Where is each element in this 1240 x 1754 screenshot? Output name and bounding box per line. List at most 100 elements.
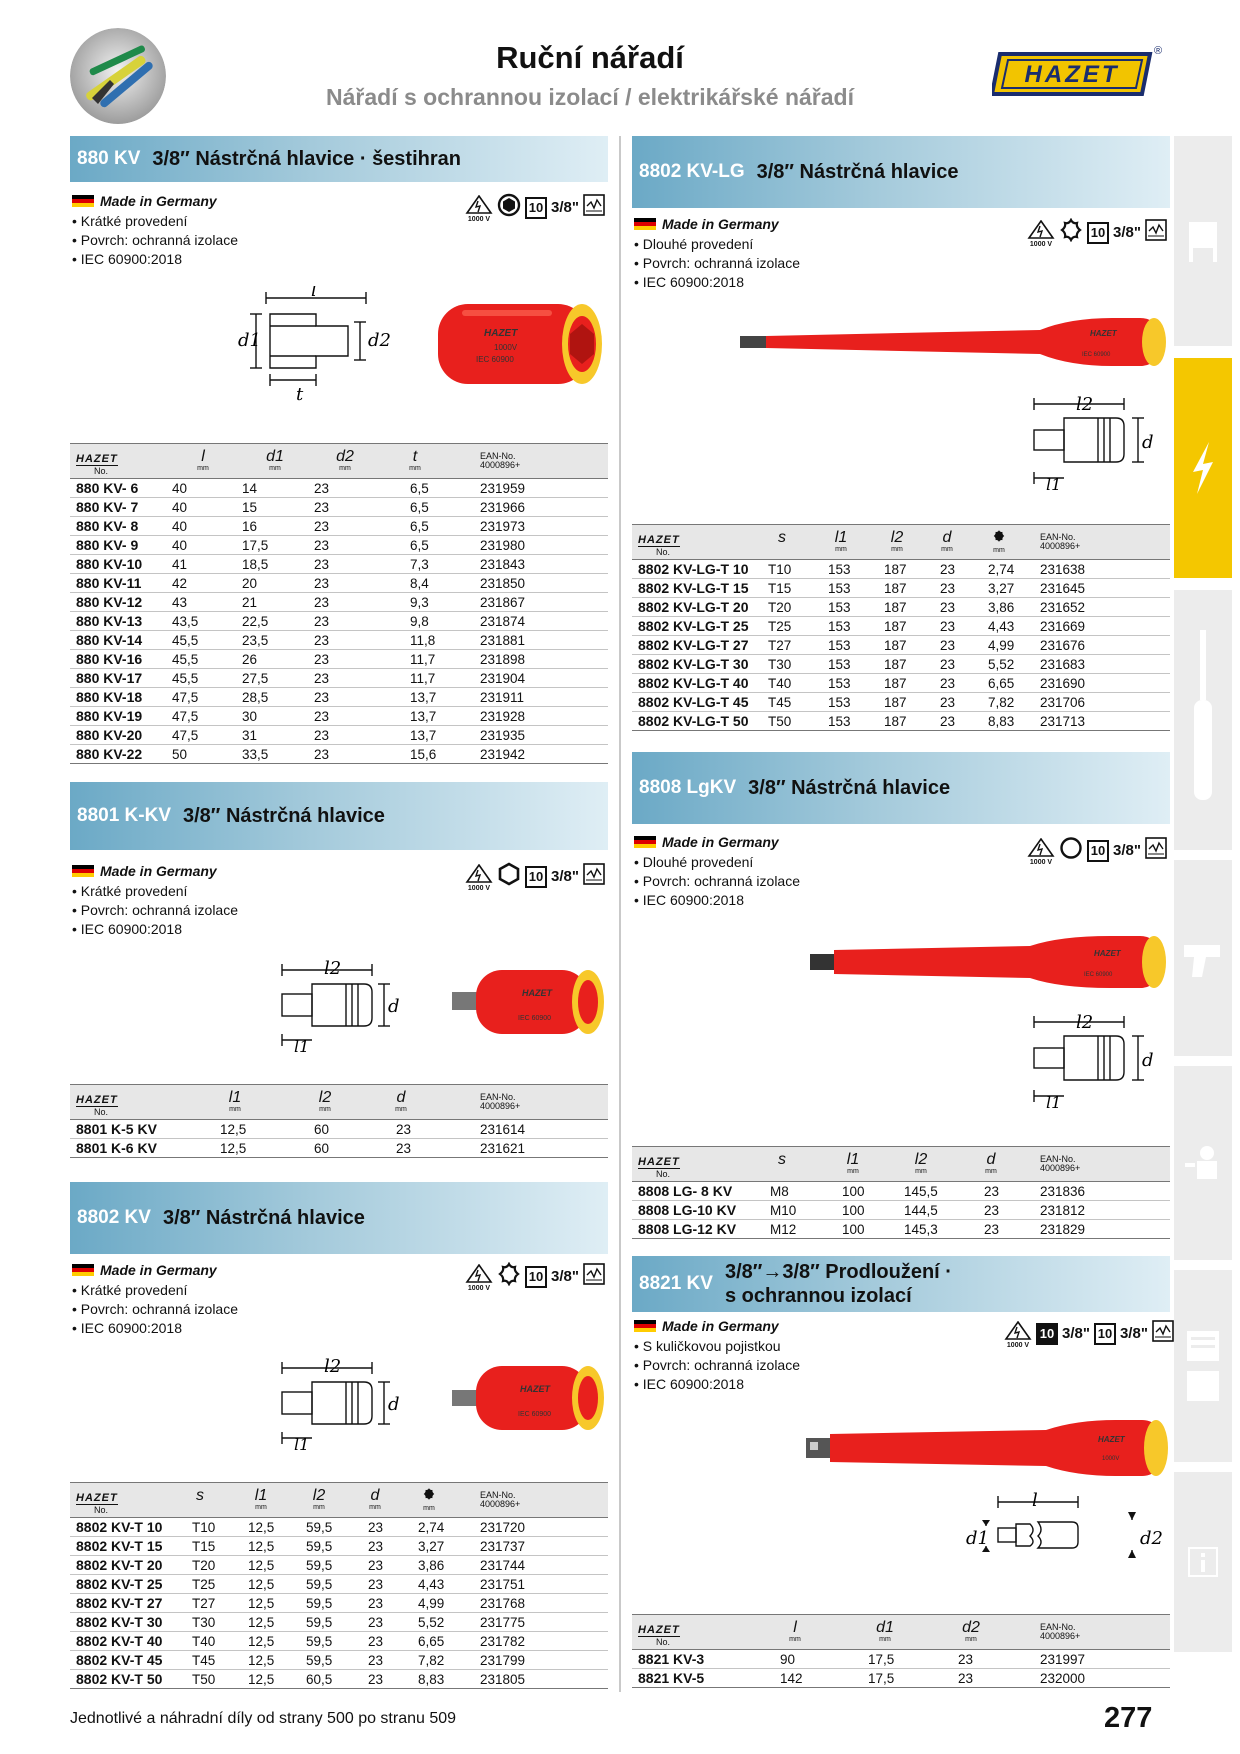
table-cell: 231928 xyxy=(480,709,526,724)
dimension-drawing-8801: l2 d l1 xyxy=(276,956,426,1061)
svg-text:HAZET: HAZET xyxy=(1094,949,1122,958)
table-cell: 231652 xyxy=(1040,600,1086,615)
tab-info[interactable] xyxy=(1174,1472,1232,1652)
hexagon-bit-icon xyxy=(497,862,521,891)
table-cell: 187 xyxy=(884,695,907,710)
table-cell: 23 xyxy=(984,1203,1000,1218)
german-flag-icon xyxy=(72,194,94,208)
table-cell: 231768 xyxy=(480,1596,526,1611)
torx-size-icon xyxy=(423,1488,435,1500)
item-number: 8808 LG-10 KV xyxy=(638,1202,737,1218)
svg-text:d1: d1 xyxy=(966,1528,989,1549)
feature-list: S kuličkovou pojistkou Povrch: ochranná … xyxy=(634,1337,800,1394)
table-cell: 23 xyxy=(314,747,330,762)
table-cell: 231935 xyxy=(480,728,526,743)
feature-item: Povrch: ochranná izolace xyxy=(634,254,800,273)
table-cell: 23 xyxy=(396,1141,412,1156)
tab-electrical[interactable] xyxy=(1174,358,1232,578)
tab-workbench[interactable] xyxy=(1174,136,1232,346)
table-cell: 231669 xyxy=(1040,619,1086,634)
table-cell: 40 xyxy=(172,538,188,553)
table-cell: 47,5 xyxy=(172,709,199,724)
item-number: 880 KV-12 xyxy=(76,594,143,610)
table-cell: 40 xyxy=(172,481,188,496)
dimension-drawing-8808: l2 d l1 xyxy=(1028,1010,1170,1115)
table-cell: 12,5 xyxy=(248,1539,275,1554)
info-icon xyxy=(1188,1547,1218,1577)
table-cell: 3,27 xyxy=(988,581,1015,596)
item-number: 8802 KV-T 15 xyxy=(76,1538,163,1554)
tab-workshop[interactable] xyxy=(1174,1270,1232,1462)
col-ean: EAN-No.4000896+ xyxy=(1040,1622,1081,1641)
dimension-drawing-8802kvlg: l2 d l1 xyxy=(1028,392,1170,497)
feature-item: Dlouhé provedení xyxy=(634,853,800,872)
table-cell: 23 xyxy=(940,600,956,615)
item-number: 8802 KV-T 27 xyxy=(76,1595,163,1611)
table-cell: 7,82 xyxy=(418,1653,445,1668)
table-cell: 23 xyxy=(368,1596,384,1611)
dimension-drawing-8821: l d1 d2 xyxy=(960,1490,1170,1585)
product-image-880kv: HAZET 1000V IEC 60900 xyxy=(432,296,608,397)
page-title: Ruční nářadí xyxy=(496,40,684,75)
product-image-8802kv: HAZET IEC 60900 xyxy=(448,1358,608,1443)
table-cell: 3,27 xyxy=(418,1539,445,1554)
table-cell: 231850 xyxy=(480,576,526,591)
table-cell: 23 xyxy=(940,676,956,691)
tab-service[interactable] xyxy=(1174,1066,1232,1260)
table-cell: 231812 xyxy=(1040,1203,1086,1218)
table-cell: 231942 xyxy=(480,747,526,762)
table-cell: T30 xyxy=(768,657,792,672)
table-cell: 153 xyxy=(828,657,851,672)
drive-fraction: 3/8" xyxy=(551,1268,579,1285)
svg-text:d: d xyxy=(1142,1050,1154,1071)
section-header-8821kv: 8821 KV 3/8″→3/8″ Prodloužení · s ochran… xyxy=(632,1256,1170,1312)
drive-size-icon: 10 xyxy=(1087,839,1109,862)
svg-text:l2: l2 xyxy=(324,1356,341,1377)
feature-item: IEC 60900:2018 xyxy=(634,891,800,910)
section-title: 3/8″ Nástrčná hlavice xyxy=(183,805,385,827)
table-cell: 23 xyxy=(314,576,330,591)
feature-list: Dlouhé provedení Povrch: ochranná izolac… xyxy=(634,853,800,910)
voltage-1000v-icon: 1000 V xyxy=(465,194,493,223)
tab-screwdrivers[interactable] xyxy=(1174,590,1232,850)
item-number: 880 KV-14 xyxy=(76,632,143,648)
drive-fraction: 3/8" xyxy=(1062,1325,1090,1342)
section-title: 3/8″→3/8″ Prodloužení · s ochrannou izol… xyxy=(724,1261,952,1307)
table-cell: 28,5 xyxy=(242,690,269,705)
section-code: 8802 KV xyxy=(77,1207,151,1228)
german-flag-icon xyxy=(634,1319,656,1333)
item-number: 8821 KV-5 xyxy=(638,1670,705,1686)
tab-air-tools[interactable] xyxy=(1174,860,1232,1056)
table-cell: 153 xyxy=(828,695,851,710)
svg-text:l1: l1 xyxy=(294,1037,309,1056)
table-cell: 4,43 xyxy=(988,619,1015,634)
table-cell: 23 xyxy=(368,1653,384,1668)
table-cell: 26 xyxy=(242,652,258,667)
feature-list: Krátké provedení Povrch: ochranná izolac… xyxy=(72,1281,238,1338)
col-s: s xyxy=(778,1151,786,1168)
table-cell: 23 xyxy=(368,1539,384,1554)
table-cell: 187 xyxy=(884,581,907,596)
table-cell: 23 xyxy=(314,519,330,534)
product-image-8802kvlg: HAZET IEC 60900 xyxy=(740,312,1170,377)
table-cell: 145,5 xyxy=(904,1184,938,1199)
spec-icons: 1000 V 10 3/8" xyxy=(1027,217,1167,248)
feature-item: IEC 60900:2018 xyxy=(634,273,800,292)
item-number: 8802 KV-LG-T 50 xyxy=(638,713,749,729)
item-number: 8802 KV-T 10 xyxy=(76,1519,163,1535)
tested-insulation-icon xyxy=(583,1263,605,1290)
